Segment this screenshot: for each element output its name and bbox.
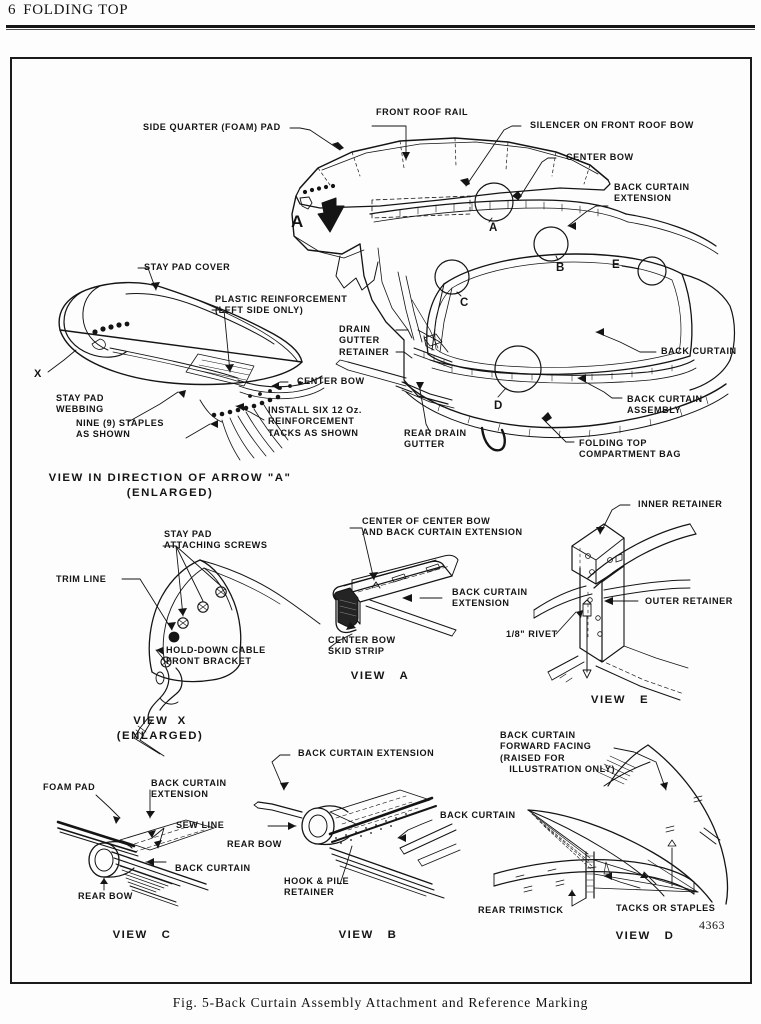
label-back-curtain-extension-main: BACK CURTAIN EXTENSION [614,182,690,204]
label-folding-top-compartment-bag: FOLDING TOP COMPARTMENT BAG [579,438,682,460]
label-back-curtain-extension-view-c: BACK CURTAIN EXTENSION [151,778,227,800]
label-outer-retainer: OUTER RETAINER [645,596,733,606]
view-e-title: VIEW E [590,694,650,706]
reference-letter-e: E [612,259,620,271]
header-rule-thin [6,29,755,30]
label-stay-pad-webbing: STAY PAD WEBBING [56,393,105,415]
running-head: 6 FOLDING TOP [8,2,128,19]
label-side-quarter-foam-pad: SIDE QUARTER (FOAM) PAD [143,122,281,132]
stay-pad-view-title: VIEW IN DIRECTION OF ARROW "A" (ENLARGED… [48,472,292,499]
label-foam-pad: FOAM PAD [43,782,96,792]
label-rear-bow-view-b: REAR BOW [227,839,282,849]
label-tacks-or-staples: TACKS OR STAPLES [616,903,716,913]
label-center-bow-staypad: CENTER BOW [297,376,365,386]
label-stay-pad-attaching-screws: STAY PAD ATTACHING SCREWS [164,529,268,551]
direction-arrow-letter-a: A [291,212,304,231]
label-install-tacks: INSTALL SIX 12 Oz. REINFORCEMENT TACKS A… [268,405,362,438]
reference-letter-d: D [494,400,503,412]
label-center-bow-main: CENTER BOW [566,152,634,162]
reference-letter-b: B [556,262,565,274]
running-head-title: FOLDING TOP [23,2,129,18]
label-back-curtain-extension-view-b: BACK CURTAIN EXTENSION [298,748,435,758]
label-hook-and-pile-retainer: HOOK & PILE RETAINER [284,876,350,898]
label-front-roof-rail: FRONT ROOF RAIL [376,107,469,117]
label-silencer-on-front-roof-bow: SILENCER ON FRONT ROOF BOW [530,120,694,130]
label-stay-pad-cover: STAY PAD COVER [144,262,231,272]
figure-number-stamp: 4363 [699,918,725,932]
label-nine-staples: NINE (9) STAPLES AS SHOWN [76,418,164,440]
label-hold-down-cable-front-bracket: HOLD-DOWN CABLE FRONT BRACKET [166,645,266,667]
label-rivet: 1/8" RIVET [506,629,558,639]
label-x-marker: X [34,368,42,380]
reference-letter-c: C [460,297,469,309]
reference-letter-a: A [489,222,498,234]
label-back-curtain-extension-view-a: BACK CURTAIN EXTENSION [452,587,528,609]
label-rear-drain-gutter: REAR DRAIN GUTTER [404,428,467,450]
view-c-title: VIEW C [112,929,172,941]
figure-caption: Fig. 5-Back Curtain Assembly Attachment … [172,995,589,1010]
label-back-curtain-main: BACK CURTAIN [661,346,737,356]
label-back-curtain-view-b: BACK CURTAIN [440,810,516,820]
label-back-curtain-assembly: BACK CURTAIN ASSEMBLY [627,394,703,416]
label-center-of-center-bow: CENTER OF CENTER BOW AND BACK CURTAIN EX… [362,516,523,538]
view-x-title: VIEW X (ENLARGED) [116,715,204,742]
label-trim-line: TRIM LINE [56,574,107,584]
view-b-title: VIEW B [338,929,398,941]
label-back-curtain-view-c: BACK CURTAIN [175,863,251,873]
label-sew-line: SEW LINE [176,820,225,830]
label-rear-trimstick: REAR TRIMSTICK [478,905,564,915]
label-plastic-reinforcement: PLASTIC REINFORCEMENT (LEFT SIDE ONLY) [215,294,348,316]
label-inner-retainer: INNER RETAINER [638,499,723,509]
page-folio: 6 [8,2,17,18]
label-rear-bow-view-c: REAR BOW [78,891,133,901]
view-a-title: VIEW A [350,670,410,682]
label-back-curtain-forward-facing: BACK CURTAIN FORWARD FACING (RAISED FOR … [500,730,616,775]
label-drain-gutter-retainer: DRAIN GUTTER RETAINER [339,324,390,357]
view-d-title: VIEW D [615,930,675,942]
header-rule [6,25,755,28]
label-center-bow-skid-strip: CENTER BOW SKID STRIP [328,635,396,657]
